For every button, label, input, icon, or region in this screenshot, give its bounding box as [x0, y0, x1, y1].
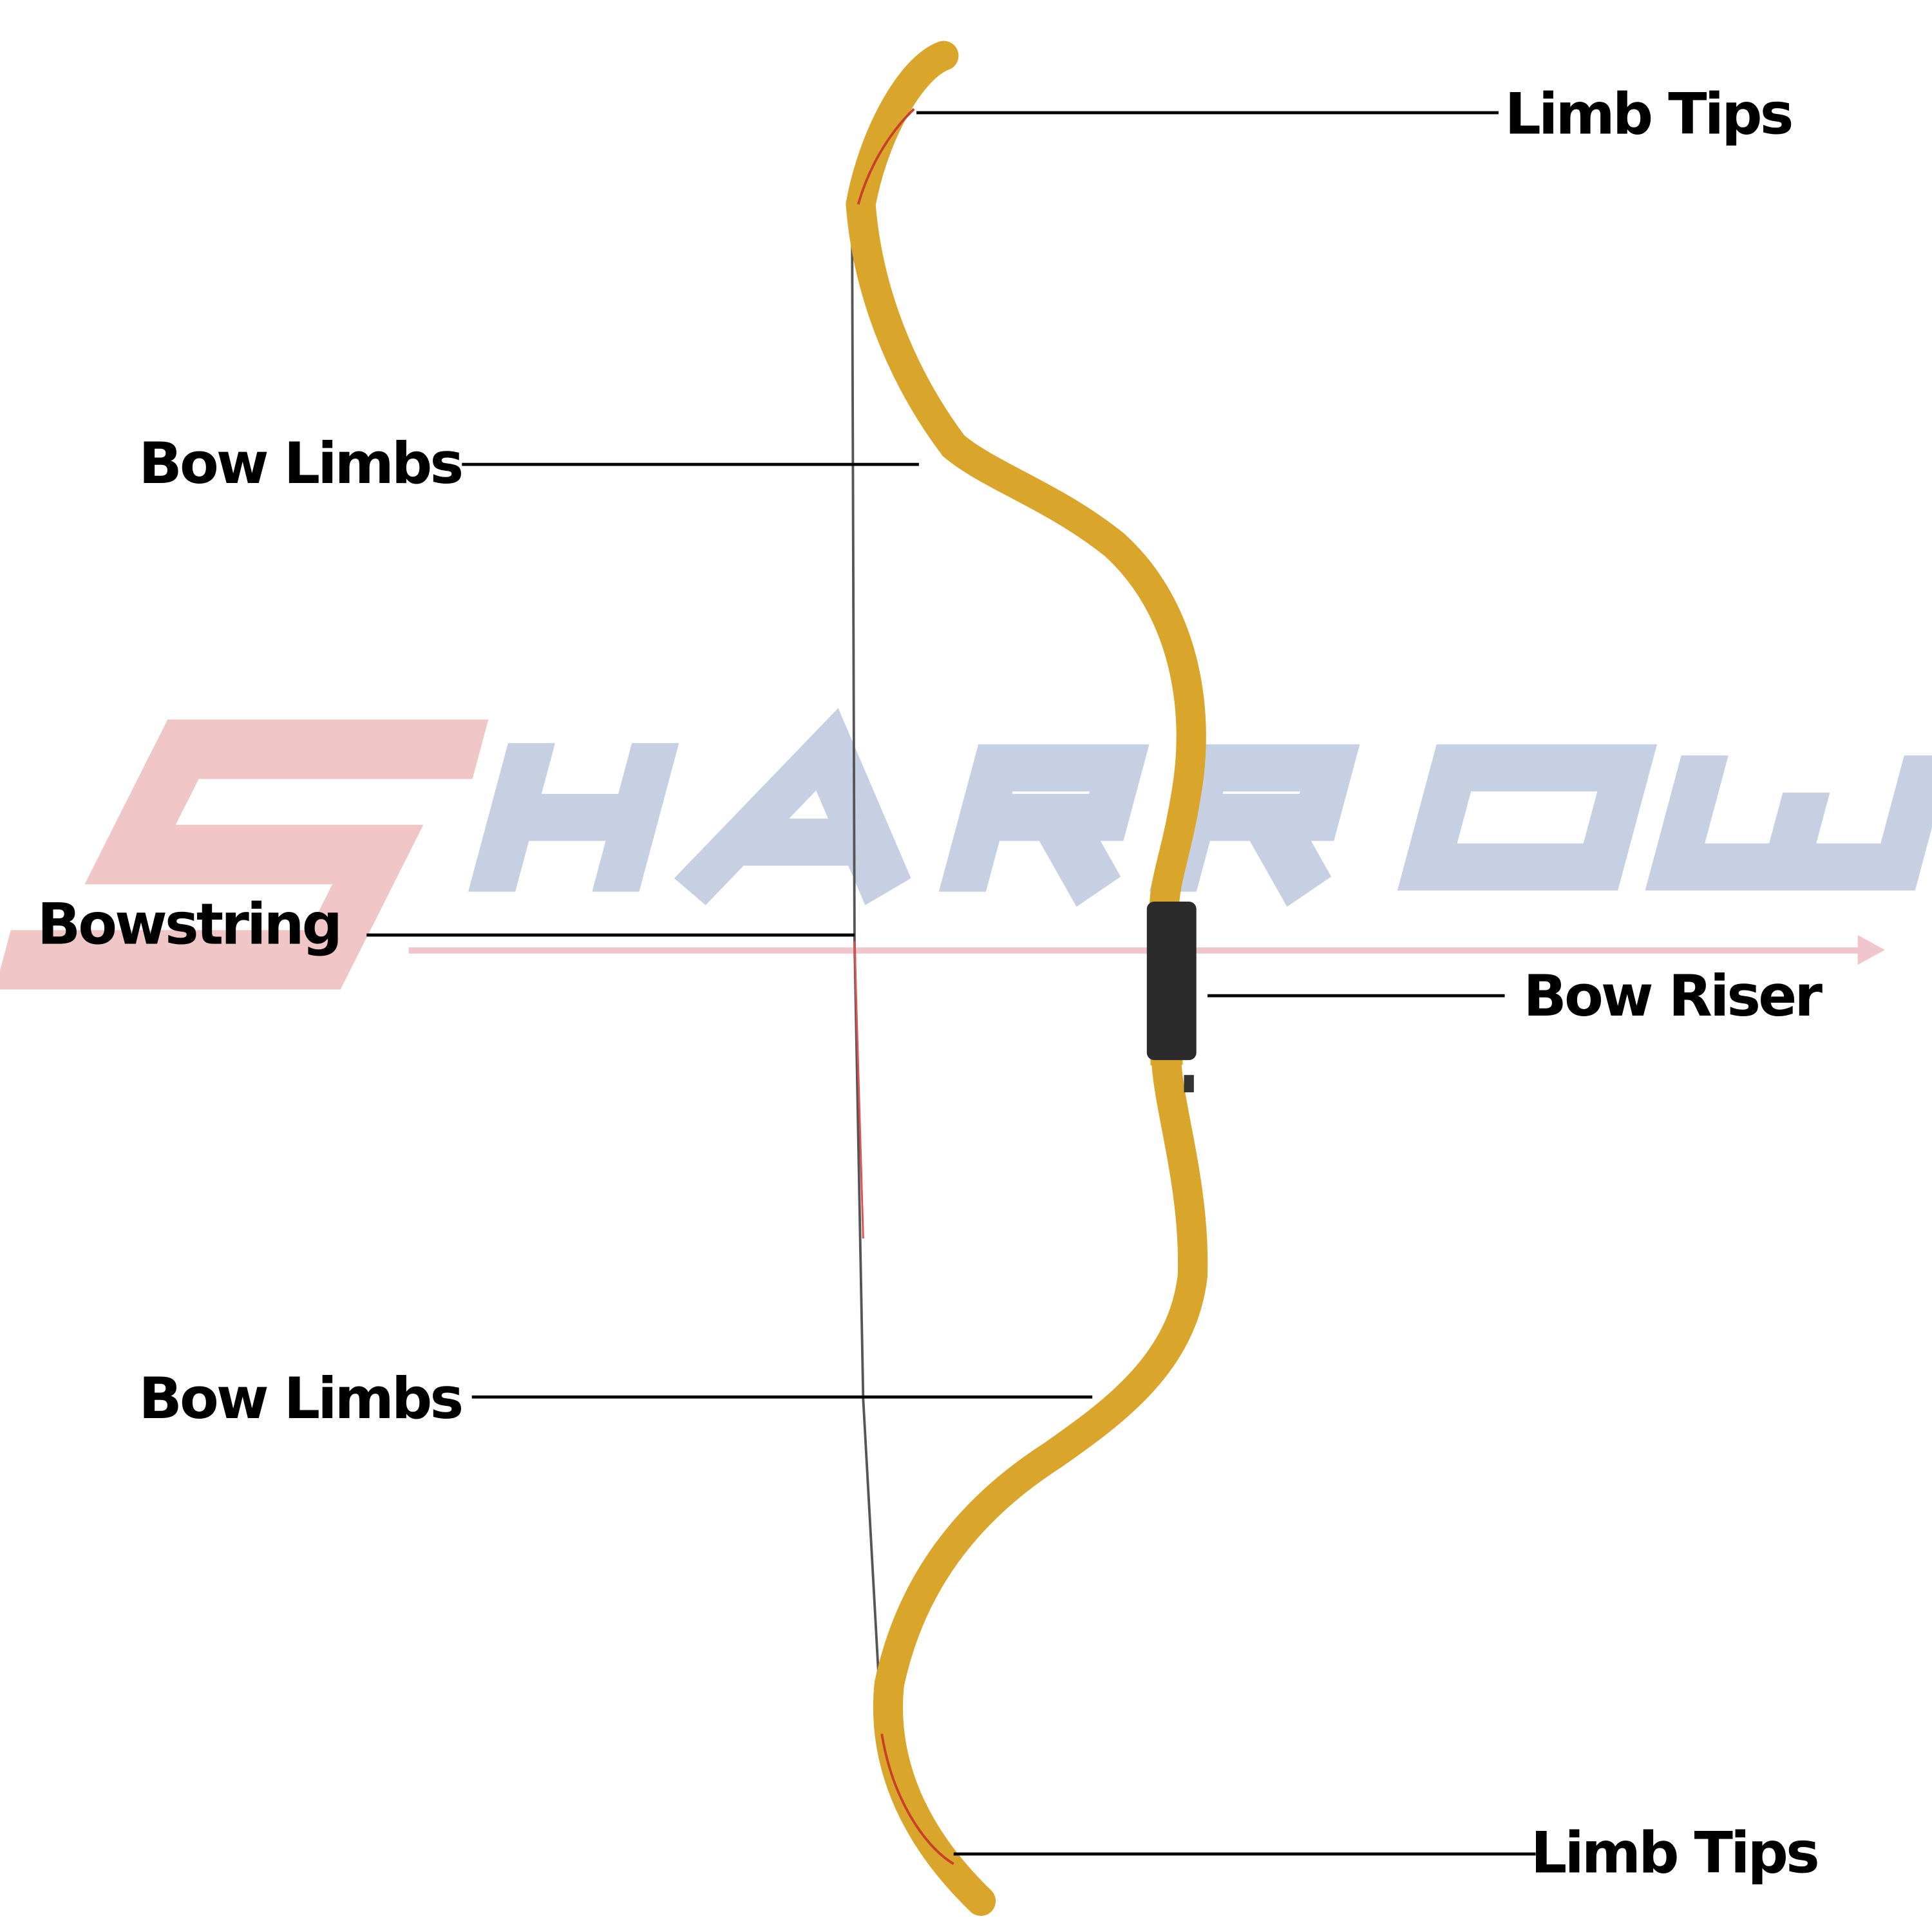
- watermark-letter-w: [1645, 755, 1932, 891]
- bowstring: [851, 216, 884, 1734]
- watermark-letter-o: [1397, 744, 1658, 891]
- watermark-letter-h: [468, 743, 679, 892]
- label-bowstring: Bowstring: [37, 891, 340, 957]
- limb-tip-upper-accent: [857, 108, 915, 205]
- arrow-rest: [1184, 1075, 1194, 1093]
- label-bow-limbs-bottom: Bow Limbs: [138, 1365, 461, 1432]
- sharrow-watermark: [0, 708, 1932, 990]
- watermark-arrow: [408, 934, 1885, 965]
- label-bow-limbs-top: Bow Limbs: [138, 430, 461, 497]
- riser-grip: [1146, 902, 1197, 1061]
- limb-tip-lower-accent: [880, 1734, 954, 1865]
- bow-limb-lower: [873, 1050, 1208, 1916]
- label-limb-tips-top: Limb Tips: [1505, 81, 1792, 147]
- watermark-letter-s: [0, 719, 489, 990]
- bow: [846, 41, 1208, 1916]
- label-bow-riser: Bow Riser: [1523, 963, 1823, 1029]
- label-limb-tips-bottom: Limb Tips: [1531, 1820, 1817, 1886]
- watermark-letter-a: [674, 708, 911, 905]
- watermark-letter-r1: [938, 744, 1150, 907]
- bowstring-serving: [853, 941, 864, 1239]
- leader-lines: [366, 111, 1536, 1856]
